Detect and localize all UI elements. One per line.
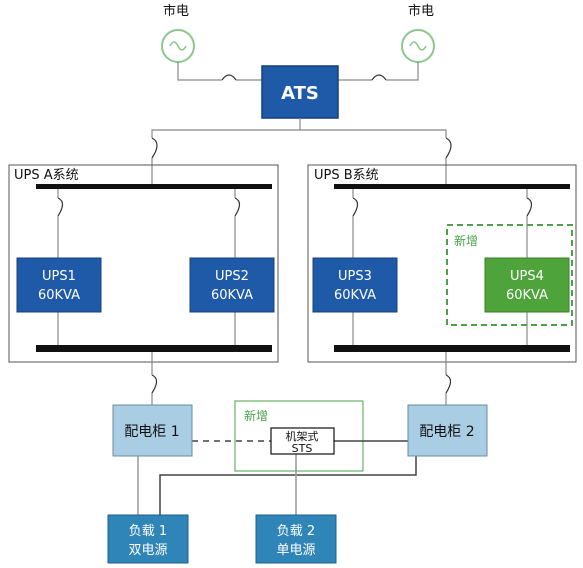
breaker-icon [445, 374, 452, 394]
sts-line2: STS [292, 442, 313, 455]
load1-type: 双电源 [128, 543, 167, 558]
new-ups-region: 新增 [446, 224, 573, 326]
grid-source-right: 市电 [401, 3, 435, 63]
new-sts-label: 新增 [244, 408, 268, 423]
ats-output-wiring [151, 118, 447, 184]
load2-type: 单电源 [276, 543, 315, 558]
ats-box: ATS [261, 65, 339, 119]
sts-box: 机架式 STS [270, 427, 335, 455]
breaker-icon [445, 137, 452, 159]
ups-a-title: UPS A系统 [14, 168, 79, 183]
distribution-cabinet-2: 配电柜 2 [407, 404, 488, 457]
sts-line1: 机架式 [286, 429, 319, 443]
ups-output-wiring [151, 352, 447, 405]
dist1-label: 配电柜 1 [124, 424, 179, 440]
ups2-capacity: 60KVA [211, 288, 253, 303]
breaker-icon [352, 197, 359, 217]
breaker-icon [151, 137, 158, 159]
load1-name: 负载 1 [129, 524, 167, 539]
grid-label-left: 市电 [163, 3, 189, 19]
input-busbar-b [334, 184, 570, 189]
ups1-capacity: 60KVA [38, 288, 80, 303]
ups4-name: UPS4 [510, 269, 544, 284]
ups3-name: UPS3 [338, 269, 372, 284]
breaker-icon [371, 74, 387, 81]
dist2-label: 配电柜 2 [419, 424, 474, 440]
ups-a-system: UPS A系统 UPS1 60KVA UPS2 60KVA [8, 164, 279, 363]
load2-name: 负载 2 [277, 524, 315, 539]
load-2-box: 负载 2 单电源 [255, 514, 337, 564]
input-busbar-a [36, 184, 272, 189]
breaker-icon [526, 197, 533, 217]
grid-label-right: 市电 [408, 3, 434, 19]
new-sts-region: 新增 [234, 400, 364, 472]
output-busbar-a [36, 345, 272, 352]
breaker-icon [151, 374, 158, 394]
grid-source-left: 市电 [161, 3, 195, 63]
breaker-icon [221, 74, 237, 81]
ups-b-title: UPS B系统 [314, 168, 379, 183]
load-1-box: 负载 1 双电源 [107, 514, 189, 564]
ups4-capacity: 60KVA [506, 288, 548, 303]
ups1-box: UPS1 60KVA [16, 257, 102, 313]
ups3-box: UPS3 60KVA [312, 257, 398, 313]
new-ups-label: 新增 [454, 233, 478, 248]
ups-b-system: UPS B系统 UPS3 60KVA 新增 UPS4 60KVA [307, 164, 577, 363]
distribution-wiring [137, 440, 417, 515]
distribution-cabinet-1: 配电柜 1 [112, 404, 193, 457]
ups1-name: UPS1 [42, 269, 76, 284]
ups3-capacity: 60KVA [334, 288, 376, 303]
ups2-box: UPS2 60KVA [189, 257, 275, 313]
breaker-icon [57, 197, 64, 217]
breaker-icon [234, 197, 241, 217]
ups2-name: UPS2 [215, 269, 249, 284]
output-busbar-b [334, 345, 570, 352]
source-ats-wiring [177, 62, 419, 81]
ups4-box: UPS4 60KVA [484, 257, 570, 313]
sine-wave-icon [169, 41, 187, 51]
ats-label: ATS [281, 83, 319, 104]
sine-wave-icon [409, 41, 427, 51]
